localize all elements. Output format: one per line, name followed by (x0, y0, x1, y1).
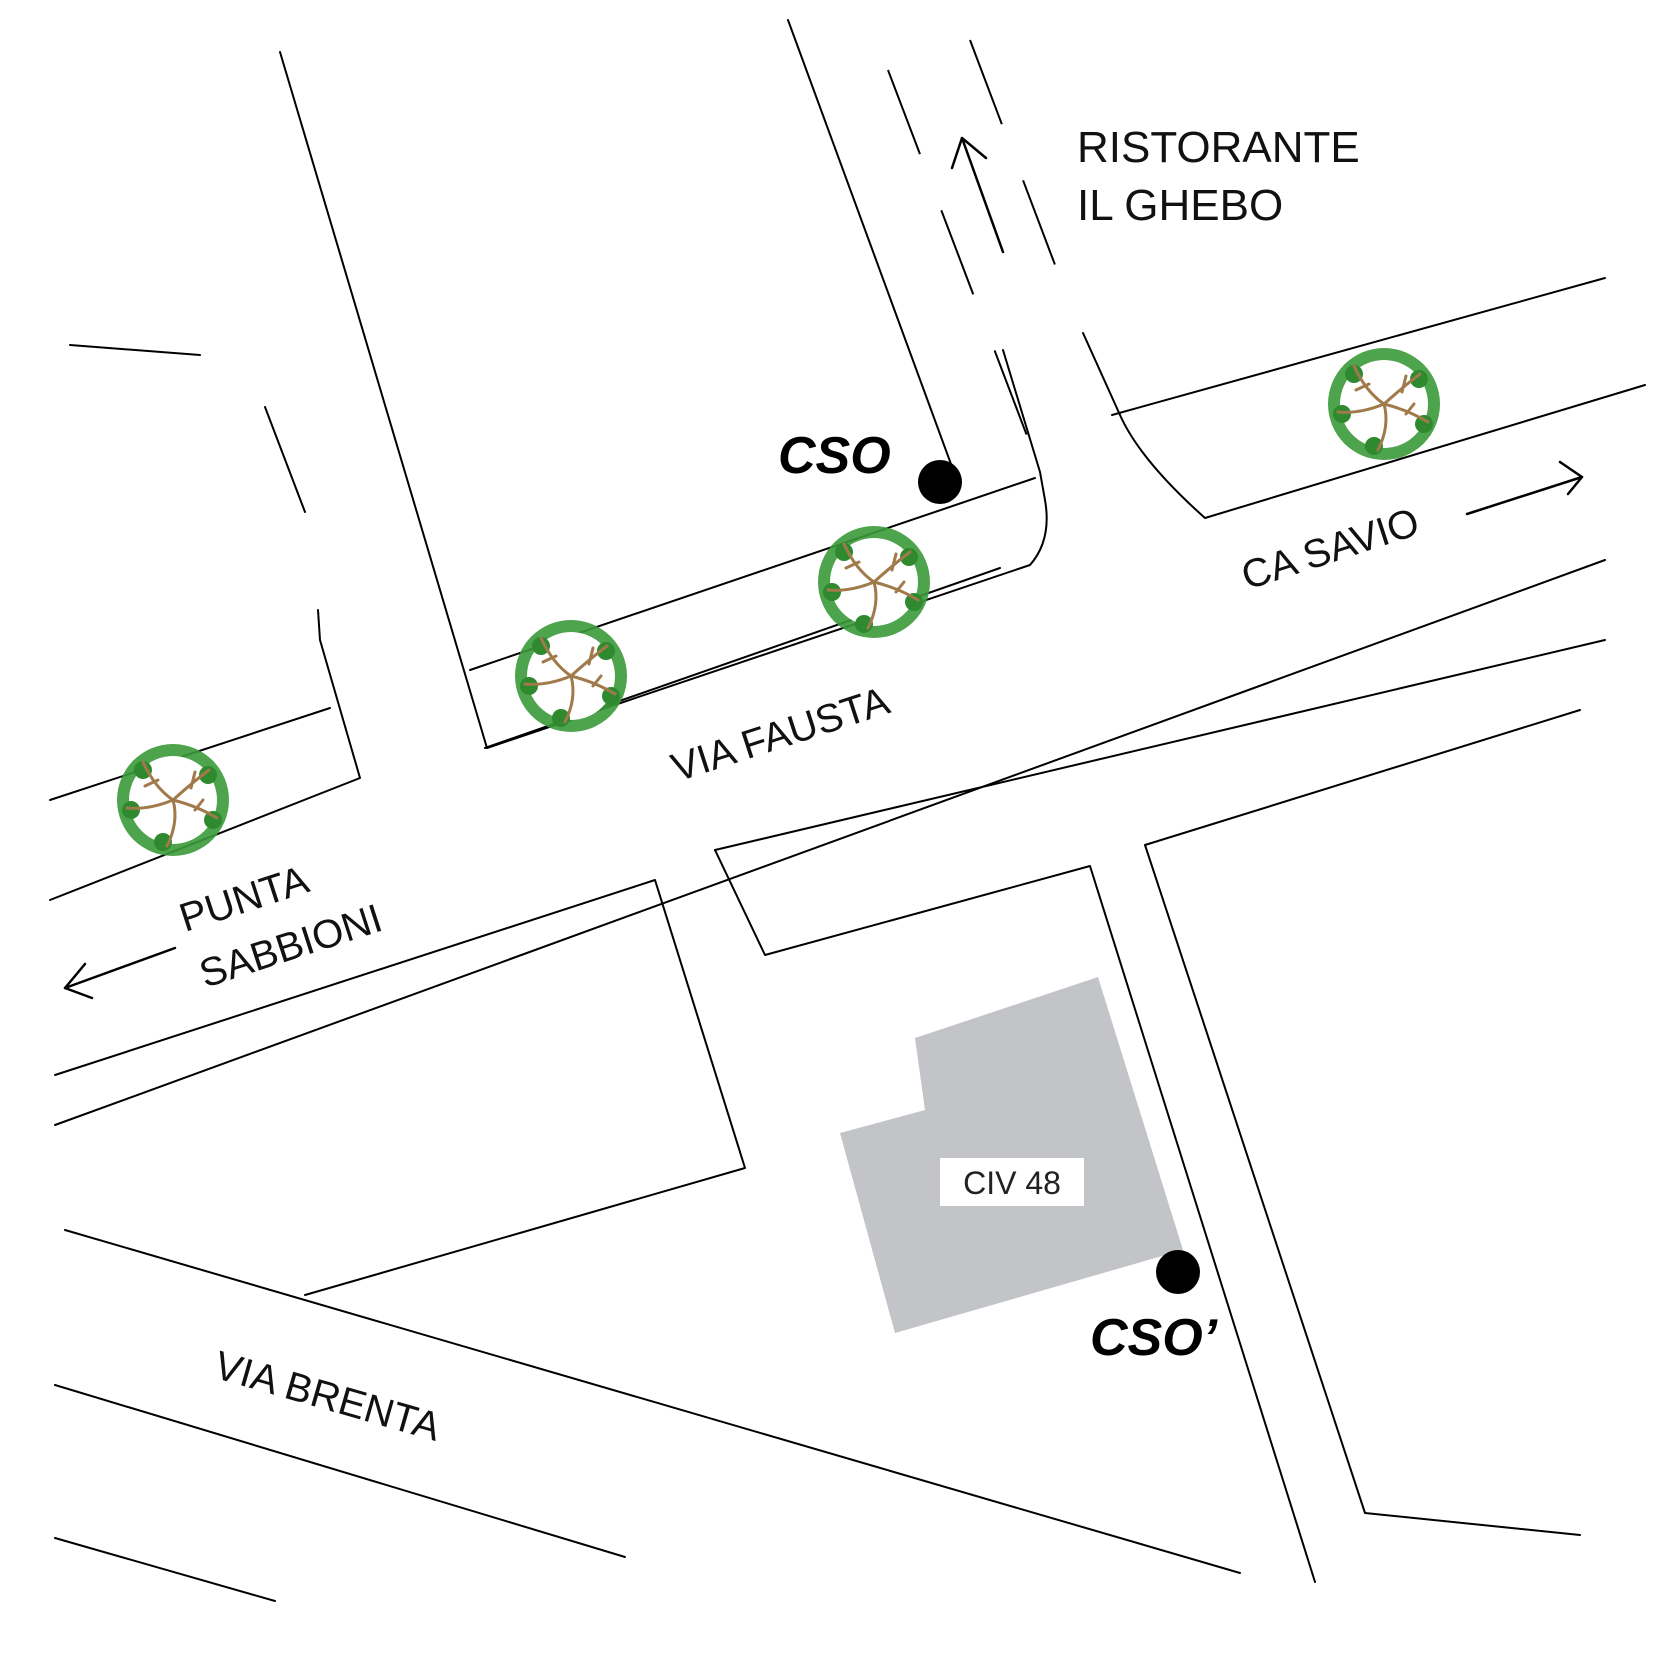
building-label: CIV 48 (963, 1165, 1061, 1201)
tree-icon (816, 524, 932, 640)
cso-prime-marker (1156, 1250, 1200, 1294)
road-network (49, 19, 1646, 1602)
street-label-ca-savio: CA SAVIO (1236, 500, 1424, 599)
tree-icon (1326, 346, 1442, 462)
east-arrow-icon (1465, 460, 1584, 516)
tree-icon (513, 618, 629, 734)
street-label-via-fausta: VIA FAUSTA (666, 679, 895, 791)
cso-label: CSO (778, 427, 891, 485)
cso-marker (918, 460, 962, 504)
west-arrow-icon (63, 946, 177, 1000)
dashed-road (887, 39, 1061, 471)
building-civ-48: CIV 48 (840, 977, 1183, 1333)
ristorante-label-line1: RISTORANTE (1077, 123, 1360, 172)
north-arrow-icon (950, 136, 1005, 254)
tree-icon (115, 742, 231, 858)
cso-prime-label: CSO’ (1090, 1309, 1219, 1367)
ristorante-label-line2: IL GHEBO (1077, 181, 1283, 230)
street-label-via-brenta: VIA BRENTA (210, 1343, 446, 1450)
